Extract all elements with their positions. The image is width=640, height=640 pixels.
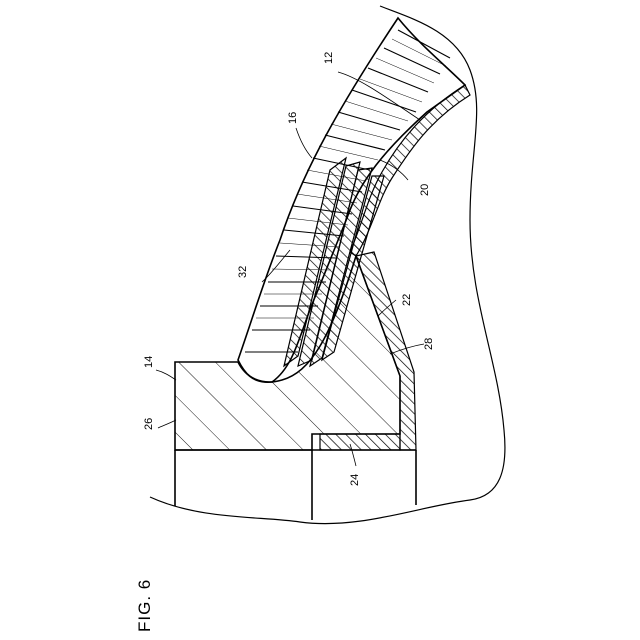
insert-block	[320, 434, 400, 450]
ref-label-22: 22	[401, 294, 413, 306]
ref-label-32: 32	[237, 266, 249, 278]
ref-label-24: 24	[349, 474, 361, 486]
ref-label-28: 28	[423, 338, 435, 350]
ref-label-16: 16	[287, 112, 299, 124]
lower-stem	[175, 450, 416, 520]
ref-label-12: 12	[323, 52, 335, 64]
ref-label-14: 14	[143, 356, 155, 368]
ref-label-20: 20	[419, 184, 431, 196]
figure-title: FIG. 6	[135, 579, 154, 632]
ref-label-26: 26	[143, 418, 155, 430]
